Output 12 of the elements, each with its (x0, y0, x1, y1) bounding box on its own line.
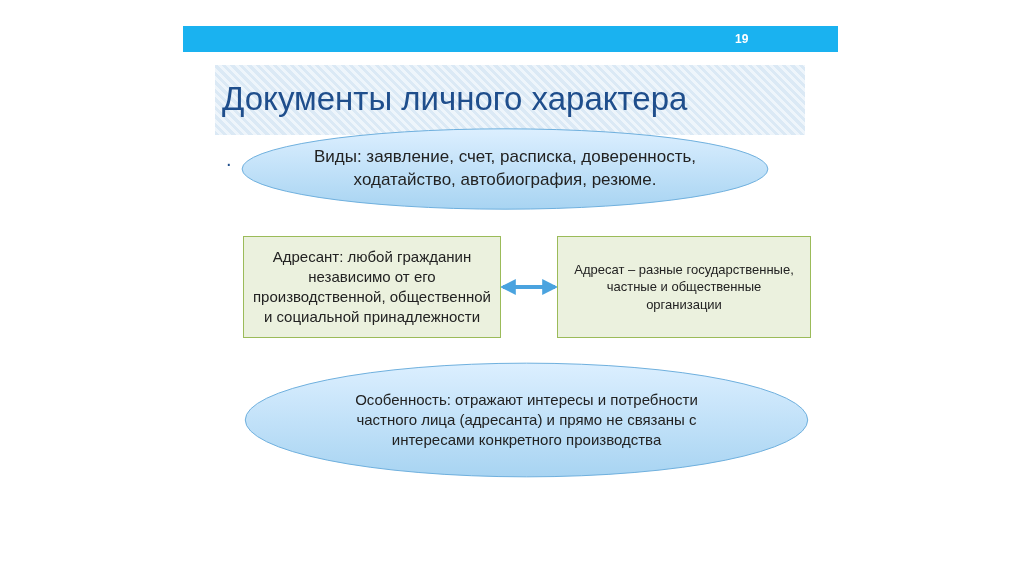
ellipse-node (240, 128, 770, 210)
node-text: Особенность: отражают интересы и потребности частного лица (адресанта) и прямо не связаны с интересами конкретного производства (354, 389, 699, 451)
bullet-mark: . (226, 148, 232, 171)
node-text: Адресант: любой гражданин независимо от его производственной, общественной и социальной принадлежности (252, 246, 492, 328)
page-number: 19 (735, 32, 749, 46)
node-text: Адресат – разные государственные, частные и общественные организации (573, 260, 795, 314)
ellipse-node (243, 362, 810, 478)
node-text: Виды: заявление, счет, расписка, доверенность, ходатайство, автобиография, резюме. (312, 146, 698, 191)
text-box (557, 236, 811, 338)
title: Документы личного характера (222, 80, 688, 118)
double-arrow (499, 279, 559, 295)
text-box (243, 236, 501, 338)
